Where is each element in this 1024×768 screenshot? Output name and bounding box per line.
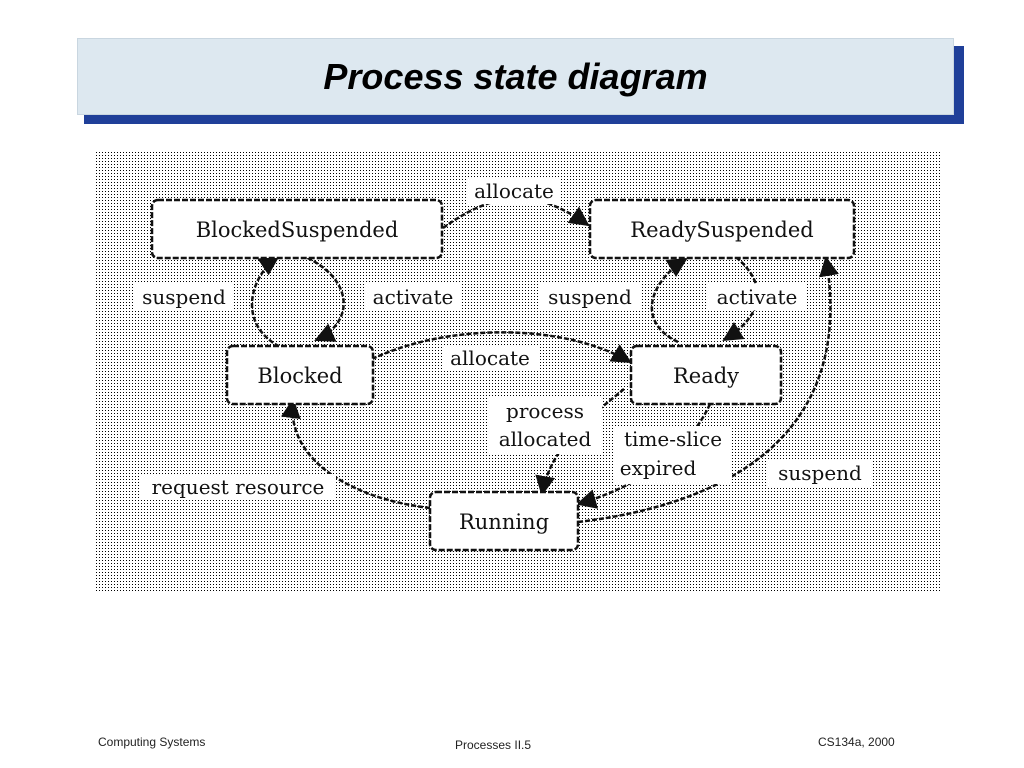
state-label: Ready (673, 364, 739, 388)
state-label: BlockedSuspended (196, 218, 399, 242)
arrow-request-resource (280, 398, 431, 510)
label-suspend-mid: suspend (548, 285, 632, 309)
process-state-diagram: BlockedSuspended ReadySuspended Blocked … (96, 152, 942, 591)
state-blocked-suspended: BlockedSuspended (150, 198, 444, 260)
footer-term: CS134a, 2000 (818, 735, 895, 749)
label-suspend-left: suspend (142, 285, 226, 309)
label-suspend-right: suspend (778, 461, 862, 485)
footer-slide-number: Processes II.5 (455, 738, 532, 752)
label-time-slice: time-slice (624, 427, 722, 451)
label-expired: expired (620, 456, 697, 480)
label-request-resource: request resource (152, 475, 325, 499)
arrow-allocate-top (442, 197, 590, 230)
footer-course: Computing Systems (98, 735, 206, 749)
state-label: Running (459, 510, 549, 534)
arrow-activate-left (300, 253, 345, 342)
label-process: process (506, 399, 584, 423)
label-allocated: allocated (499, 427, 592, 451)
state-label: Blocked (257, 364, 342, 388)
slide-title: Process state diagram (323, 55, 708, 97)
state-ready-suspended: ReadySuspended (588, 198, 856, 260)
label-activate-left: activate (373, 285, 454, 309)
label-allocate-top: allocate (474, 179, 554, 203)
arrow-suspend-left (250, 255, 293, 354)
arrow-suspend-mid (650, 257, 688, 344)
state-ready: Ready (629, 344, 783, 406)
label-activate-right: activate (717, 285, 798, 309)
state-running: Running (428, 490, 580, 552)
title-band: Process state diagram (77, 38, 954, 115)
label-allocate-middle: allocate (450, 346, 530, 370)
state-label: ReadySuspended (630, 218, 813, 242)
arrow-suspend-right (577, 256, 839, 524)
state-blocked: Blocked (225, 344, 375, 406)
